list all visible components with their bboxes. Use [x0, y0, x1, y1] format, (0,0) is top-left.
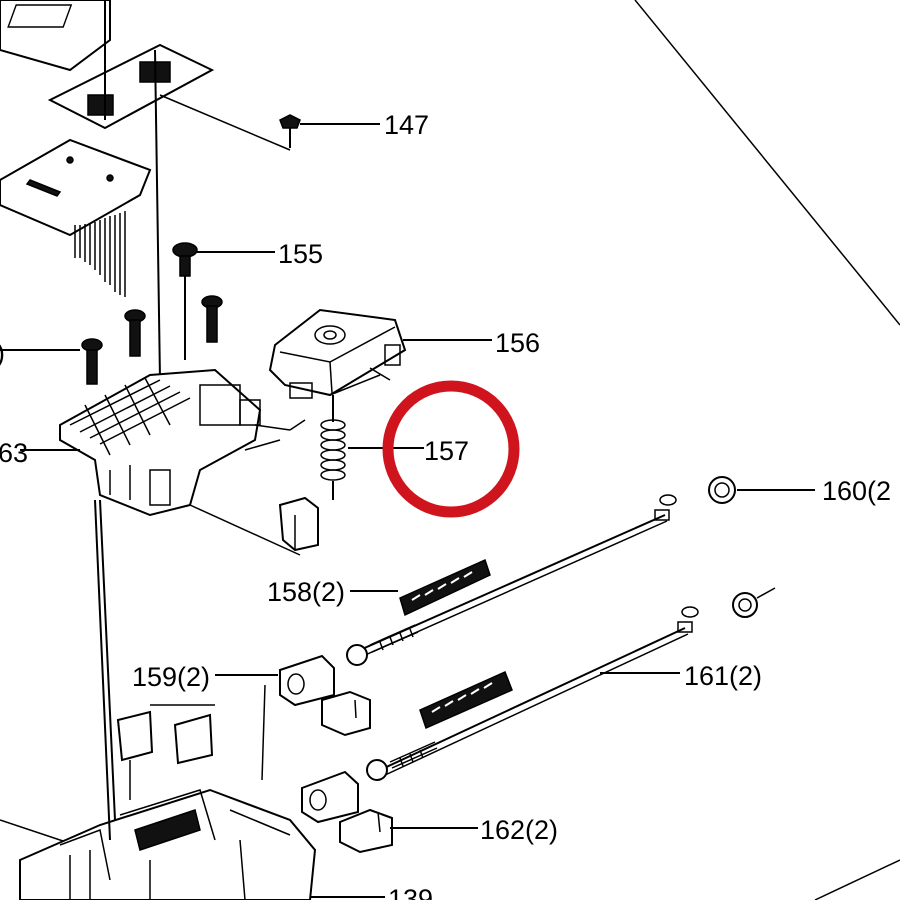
slider-block-162 — [301, 770, 393, 854]
outline-edge-upper — [634, 0, 900, 326]
base-assembly — [19, 499, 317, 900]
label-157: 157 — [424, 436, 469, 466]
label-155: 155 — [278, 239, 323, 269]
label-left: ) — [0, 338, 5, 368]
label-161: 161(2) — [684, 661, 762, 691]
top-board-assembly — [0, 0, 291, 381]
highlight-circle — [382, 380, 520, 518]
clip-parts — [116, 684, 266, 800]
label-159: 159(2) — [132, 662, 210, 692]
push-cap-156 — [268, 308, 407, 422]
label-139: 139 — [388, 884, 433, 900]
cable-lower-161 — [366, 587, 776, 781]
spring-lower — [419, 670, 513, 730]
label-160: 160(2 — [822, 476, 891, 506]
spring-158 — [399, 558, 491, 617]
slider-block-159 — [279, 654, 371, 737]
outline-edge-lower — [814, 859, 900, 900]
nut-160 — [708, 476, 736, 504]
switch-housing-163 — [59, 368, 306, 556]
label-156: 156 — [495, 328, 540, 358]
screw-147 — [279, 114, 301, 148]
screw-155 — [172, 242, 198, 360]
spring-157 — [320, 419, 346, 500]
label-163: 63 — [0, 438, 28, 468]
bracket-part — [278, 496, 319, 552]
label-162: 162(2) — [480, 815, 558, 845]
cable-upper — [346, 494, 677, 666]
label-147: 147 — [384, 110, 429, 140]
label-158: 158(2) — [267, 577, 345, 607]
screw-group — [81, 295, 223, 385]
